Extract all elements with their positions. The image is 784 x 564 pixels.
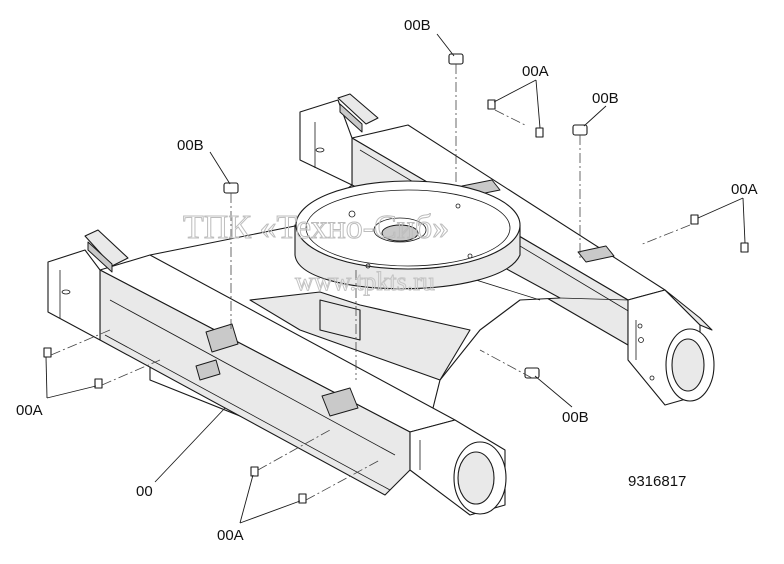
pad-00a-2	[535, 127, 544, 138]
callout-00b-right-top: 00B	[592, 90, 619, 107]
pad-00a-1	[487, 99, 496, 110]
callout-00b-left: 00B	[177, 137, 204, 154]
watermark-line1: ТПК «Техно-Сиб»	[183, 209, 449, 246]
pad-00a-6	[94, 378, 103, 389]
figure-number: 9316817	[628, 473, 686, 490]
pad-00b-1	[448, 53, 464, 65]
callout-00a-bottom: 00A	[217, 527, 244, 544]
swing-bearing	[294, 180, 521, 341]
callout-00a-left: 00A	[16, 402, 43, 419]
pad-00a-8	[298, 493, 307, 504]
callout-00a-right: 00A	[731, 181, 758, 198]
left-side-frame	[47, 229, 507, 516]
callout-00b-top: 00B	[404, 17, 431, 34]
watermark-line2: www.tpkts.ru	[295, 267, 435, 296]
callout-00b-right-bottom: 00B	[562, 409, 589, 426]
callout-00-main: 00	[136, 483, 153, 500]
leader-lines	[45, 33, 746, 524]
pad-00b-3	[223, 182, 239, 194]
pad-00b-4	[524, 367, 540, 379]
callout-labels: 00B 00A 00B 00B 00A 00A 00B 00 00A 93168…	[16, 17, 758, 544]
pad-00a-4	[740, 242, 749, 253]
pad-00b-2	[572, 124, 588, 136]
pad-00a-7	[250, 466, 259, 477]
projection-lines	[50, 64, 691, 501]
pads	[43, 53, 749, 504]
pad-00a-3	[690, 214, 699, 225]
pad-00a-5	[43, 347, 52, 358]
callout-00a-top: 00A	[522, 63, 549, 80]
watermark: ТПК «Техно-Сиб» www.tpkts.ru	[183, 209, 450, 297]
